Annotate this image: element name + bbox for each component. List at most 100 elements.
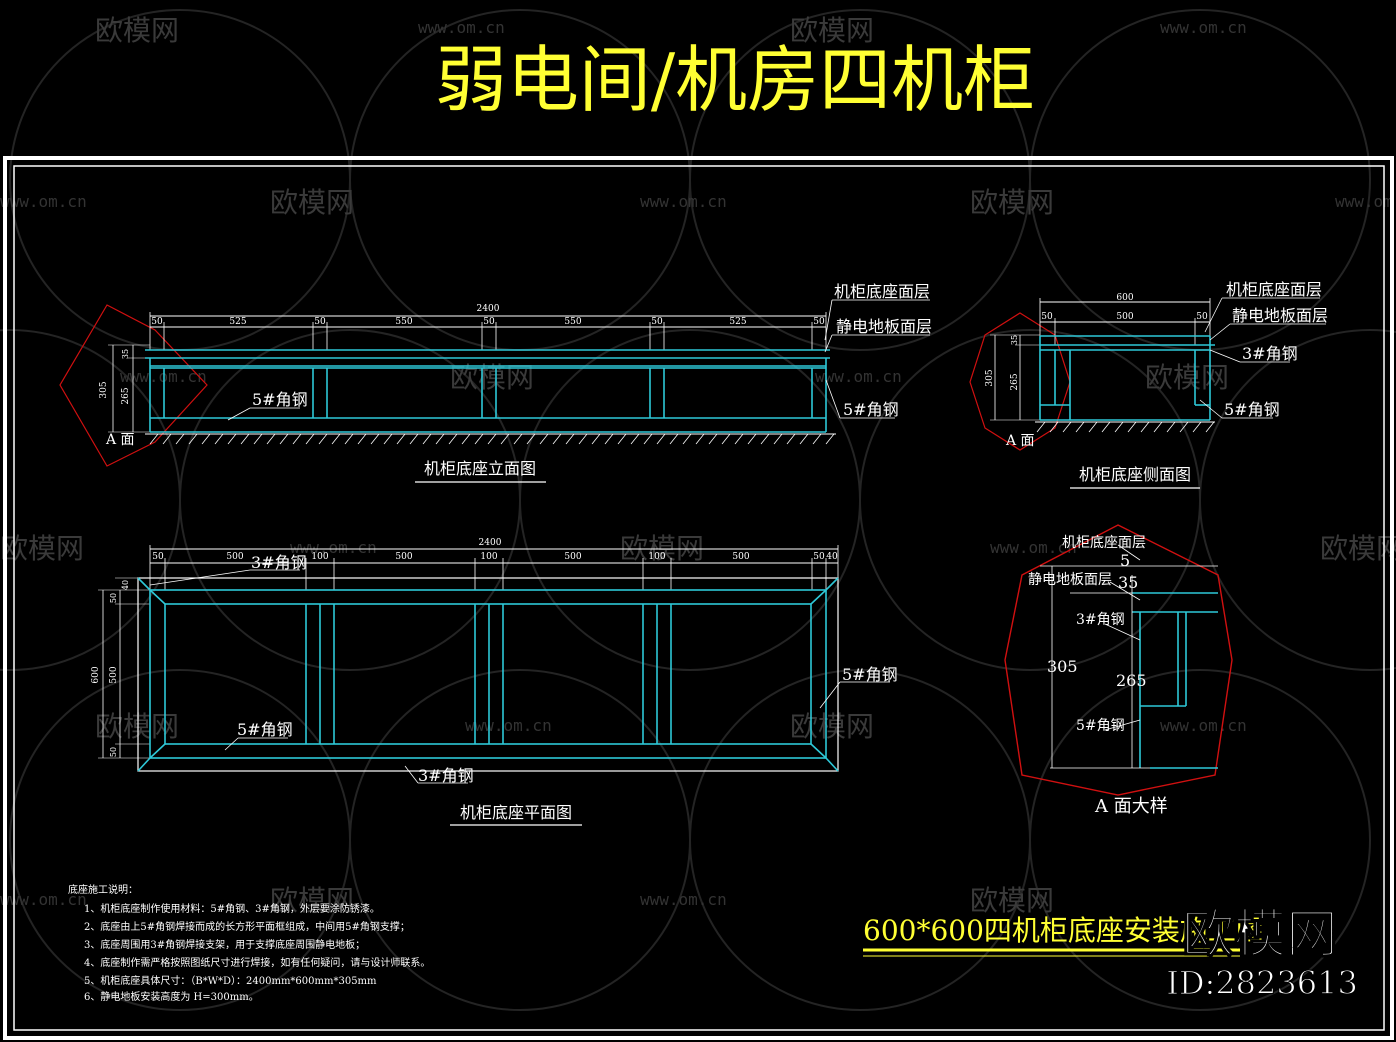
ground-hatch-line [1062, 421, 1072, 433]
callout-angle5: 5#角钢 [1224, 400, 1280, 419]
view-caption: A 面大样 [1094, 796, 1168, 817]
ground-hatch-line [1166, 421, 1176, 433]
ground-hatch-line [1179, 421, 1189, 433]
watermark-brand: 欧模网 [270, 884, 354, 917]
ground-hatch-line [474, 433, 484, 445]
dim-segment: 50 [813, 552, 825, 562]
watermark-brand: 欧模网 [790, 14, 874, 47]
ground-hatch-line [617, 433, 627, 445]
watermark-brand: 欧模网 [790, 710, 874, 743]
construction-notes: 底座施工说明： 1、机柜底座制作使用材料：5#角钢、3#角钢，外层要涂防锈漆。 … [68, 883, 430, 1003]
ground-hatch-line [1127, 421, 1137, 433]
ground-hatch-line [1140, 421, 1150, 433]
ground-hatch-line [383, 433, 393, 445]
ground-hatch-line [604, 433, 614, 445]
ground-hatch-line [292, 433, 302, 445]
ground-hatch-line [773, 433, 783, 445]
dim-segment: 100 [480, 552, 497, 562]
dim-segment: 50 [1041, 312, 1053, 322]
ground-hatch-line [1192, 421, 1202, 433]
dim-height: 305 [99, 381, 109, 398]
dim-segment: 100 [311, 552, 328, 562]
watermark-url: www.om.cn [1335, 192, 1396, 211]
dim-segment: 50 [314, 317, 326, 327]
watermark-brand: 欧模网 [970, 186, 1054, 219]
dim-segment: 50 [152, 552, 164, 562]
detail-hexagon [1004, 524, 1233, 796]
dim-segment: 50 [483, 317, 495, 327]
dim-height: 265 [1010, 373, 1020, 390]
dim-label: 35 [1118, 573, 1138, 592]
dim-height: 50 [109, 747, 118, 757]
plan-view: 2400 50 500 100 500 100 500 100 500 50 4… [91, 538, 898, 826]
dim-height: 40 [121, 580, 130, 590]
watermark-url: www.om.cn [418, 18, 505, 37]
watermark-url: www.om.cn [0, 890, 87, 909]
ground-hatch-line [227, 433, 237, 445]
watermark-brand: 欧模网 [270, 186, 354, 219]
view-caption: 机柜底座平面图 [460, 803, 572, 822]
watermark-url: www.om.cn [1160, 716, 1247, 735]
ground-hatch-line [448, 433, 458, 445]
ground-hatch-line [1114, 421, 1124, 433]
callout-angle3: 3#角钢 [1076, 612, 1125, 628]
ground-hatch-line [747, 433, 757, 445]
view-caption: 机柜底座侧面图 [1079, 465, 1191, 484]
ground-hatch-line [513, 433, 523, 445]
watermark-brand: 欧模网 [1145, 361, 1229, 394]
ground-hatch-line [396, 433, 406, 445]
note-item: 6、静电地板安装高度为 H=300mm。 [84, 990, 259, 1003]
watermark-url-marks: www.om.cn www.om.cn www.om.cn www.om.cn … [0, 18, 1396, 909]
ground-hatch-line [656, 433, 666, 445]
ground-hatch-line [240, 433, 250, 445]
watermark-url: www.om.cn [640, 192, 727, 211]
ground-hatch-line [435, 433, 445, 445]
dim-label: 5 [1120, 551, 1130, 570]
callout-floor: 静电地板面层 [836, 317, 932, 336]
ground-hatch-line [461, 433, 471, 445]
notes-heading: 底座施工说明： [68, 883, 138, 896]
dim-height: 50 [109, 593, 118, 603]
note-item: 4、底座制作需严格按照图纸尺寸进行焊接，如有任何疑问，请与设计师联系。 [84, 956, 430, 969]
dim-height: 600 [91, 666, 101, 683]
callout-left: 5#角钢 [237, 720, 293, 739]
note-item: 2、底座由上5#角钢焊接而成的长方形平面框组成，中间用5#角钢支撑； [84, 920, 410, 933]
ground-hatch-line [214, 433, 224, 445]
ground-hatch-line [305, 433, 315, 445]
callout-angle3: 3#角钢 [1242, 344, 1298, 363]
dim-segment: 500 [732, 552, 749, 562]
callout-top: 机柜底座面层 [1062, 535, 1146, 551]
callout-steel: 5#角钢 [843, 400, 899, 419]
ground-hatch-line [253, 433, 263, 445]
ground-hatch-line [643, 433, 653, 445]
ground-hatch-line [318, 433, 328, 445]
ground-hatch-line [552, 433, 562, 445]
callout-steel: 5#角钢 [252, 390, 308, 409]
dim-segment: 50 [813, 317, 825, 327]
section-mark: A 面 [1005, 433, 1035, 449]
dim-height: 265 [121, 387, 131, 404]
ground-hatch-line [786, 433, 796, 445]
dim-segment: 50 [1196, 312, 1208, 322]
elevation-view: 2400 50 525 50 550 50 550 50 525 50 305 … [59, 282, 932, 483]
drawing-title: 弱电间/机房四机柜 [435, 38, 1035, 122]
ground-hatch-line [708, 433, 718, 445]
watermark-logo: 欧模网 [1182, 904, 1338, 965]
ground-hatch-line [175, 433, 185, 445]
callout-top: 机柜底座面层 [1226, 280, 1322, 299]
dim-label: 265 [1116, 671, 1147, 690]
ground-hatch-line [149, 433, 159, 445]
ground-hatch-line [279, 433, 289, 445]
ground-hatch-line [721, 433, 731, 445]
dim-segment: 525 [229, 317, 246, 327]
ground-hatch-line [825, 433, 835, 445]
callout-floor: 静电地板面层 [1232, 306, 1328, 325]
watermark-url: www.om.cn [465, 716, 552, 735]
ground-hatch-line [669, 433, 679, 445]
callout-right: 5#角钢 [842, 665, 898, 684]
watermark-url: www.om.cn [290, 538, 377, 557]
dim-segment: 50 [651, 317, 663, 327]
dim-segment: 500 [395, 552, 412, 562]
ground-hatch-line [760, 433, 770, 445]
